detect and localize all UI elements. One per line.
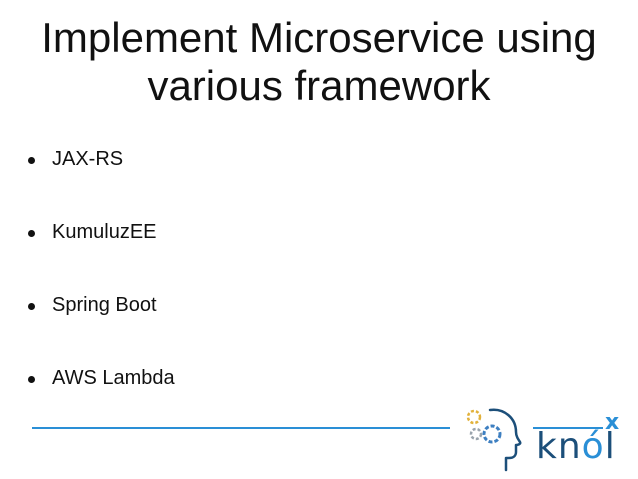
bullet-dot-icon — [28, 230, 35, 237]
list-item: KumuluzEE — [28, 216, 175, 289]
bullet-dot-icon — [28, 303, 35, 310]
brain-gears-head-icon — [466, 408, 522, 472]
slide-title: Implement Microservice using various fra… — [41, 14, 597, 109]
list-item: JAX-RS — [28, 143, 175, 216]
bullet-label: Spring Boot — [52, 294, 157, 316]
list-item: Spring Boot — [28, 289, 175, 362]
bullet-dot-icon — [28, 376, 35, 383]
footer-divider-left — [32, 427, 450, 429]
bullet-dot-icon — [28, 157, 35, 164]
logo-text-end: l — [604, 426, 616, 467]
logo-superscript: x — [605, 410, 620, 435]
bullet-label: AWS Lambda — [52, 367, 175, 389]
bullet-label: JAX-RS — [52, 148, 124, 170]
logo-text-main: kn — [536, 426, 582, 467]
list-item: AWS Lambda — [28, 362, 175, 435]
logo-text-accent: ó — [581, 426, 605, 467]
bullet-label: KumuluzEE — [52, 221, 157, 243]
footer-divider-right — [533, 427, 603, 429]
bullet-list: JAX-RS KumuluzEE Spring Boot AWS Lambda — [28, 143, 175, 435]
knolx-logo: knól — [536, 427, 616, 467]
